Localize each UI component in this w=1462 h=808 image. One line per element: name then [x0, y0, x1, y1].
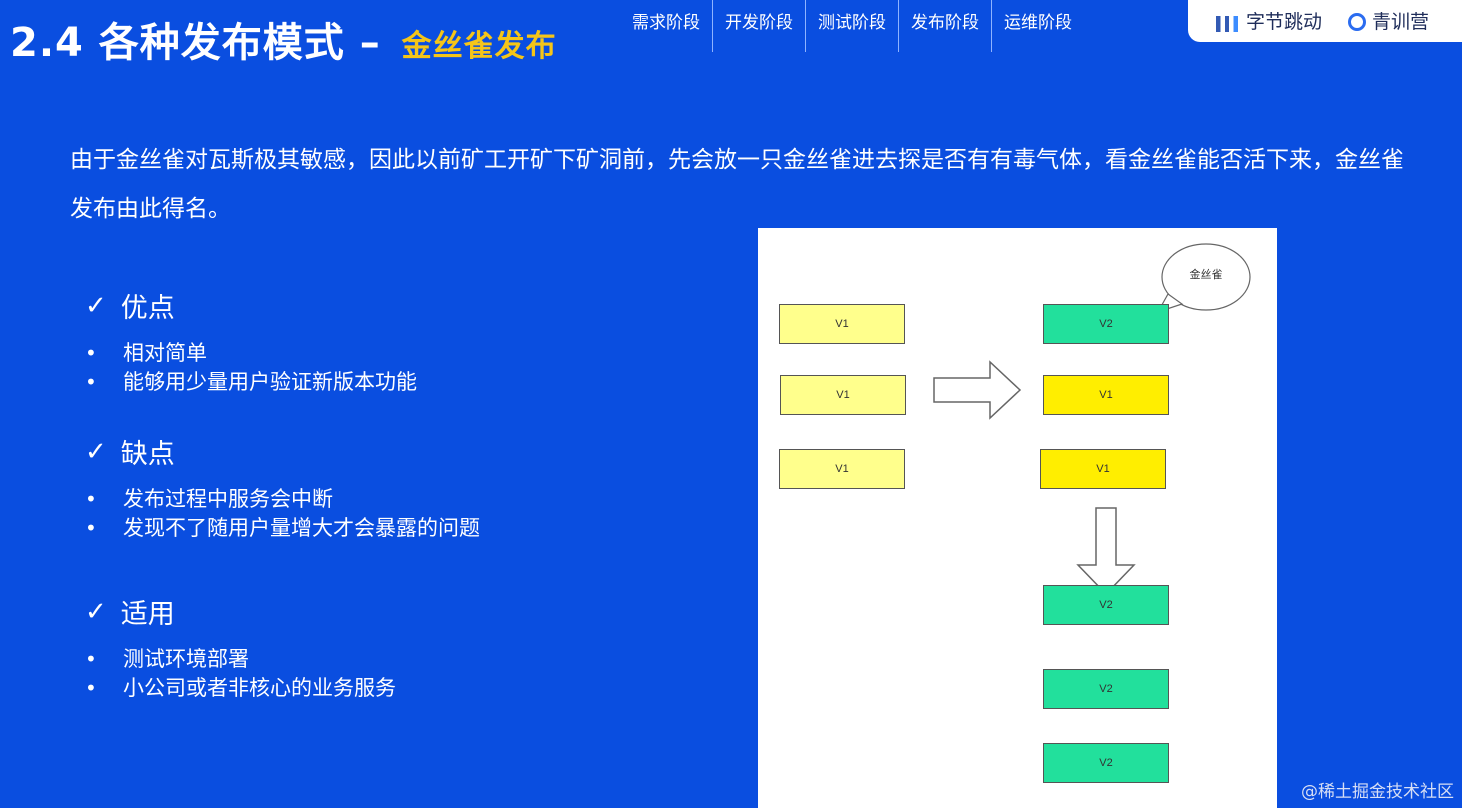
slide-title-sub: 金丝雀发布: [401, 29, 557, 64]
bullet-icon: •: [85, 487, 97, 511]
brand-bytedance: 字节跳动: [1246, 11, 1323, 33]
right-v1-box-2: V1: [1043, 375, 1169, 415]
final-v2-box-2: V2: [1043, 669, 1169, 709]
check-icon: ✓: [85, 596, 107, 627]
slide-title-main: 2.4 各种发布模式 –: [10, 20, 381, 66]
left-v1-box-2: V1: [780, 375, 906, 415]
stage-requirement[interactable]: 需求阶段: [620, 0, 713, 52]
down-arrow-icon: [1076, 507, 1136, 596]
stage-release[interactable]: 发布阶段: [899, 0, 992, 52]
stage-testing[interactable]: 测试阶段: [806, 0, 899, 52]
camp-logo-icon: [1348, 13, 1367, 31]
right-v1-box-3: V1: [1040, 449, 1166, 489]
section-cons: ✓ 缺点 •发布过程中服务会中断 •发现不了随用户量增大才会暴露的问题: [85, 432, 480, 543]
right-arrow-icon: [933, 360, 1022, 420]
final-v2-box-3: V2: [1043, 743, 1169, 783]
bullet-icon: •: [85, 341, 97, 365]
bullet-icon: •: [85, 647, 97, 671]
left-v1-box-3: V1: [779, 449, 905, 489]
intro-paragraph: 由于金丝雀对瓦斯极其敏感，因此以前矿工开矿下矿洞前，先会放一只金丝雀进去探是否有…: [70, 147, 1404, 222]
pros-list: •相对简单 •能够用少量用户验证新版本功能: [85, 339, 417, 397]
stage-development[interactable]: 开发阶段: [713, 0, 806, 52]
brand-camp: 青训营: [1372, 11, 1430, 33]
diagram-shapes: [933, 243, 1251, 596]
check-icon: ✓: [85, 436, 107, 467]
left-v1-box-1: V1: [779, 304, 905, 344]
canary-diagram: 金丝雀 V1 V1 V1 V2 V1 V1 V2 V2 V2: [758, 228, 1277, 808]
cons-list: •发布过程中服务会中断 •发现不了随用户量增大才会暴露的问题: [85, 485, 480, 543]
speech-bubble-icon: [1161, 243, 1251, 311]
slide-title: 2.4 各种发布模式 – 金丝雀发布: [10, 10, 557, 68]
list-item: •测试环境部署: [85, 645, 396, 674]
canary-v2-box: V2: [1043, 304, 1169, 344]
list-item: •发现不了随用户量增大才会暴露的问题: [85, 514, 480, 543]
list-item: •小公司或者非核心的业务服务: [85, 674, 396, 703]
section-heading-cons: 缺点: [120, 439, 175, 470]
list-item: •能够用少量用户验证新版本功能: [85, 368, 417, 397]
section-heading-applicable: 适用: [120, 599, 175, 630]
bullet-icon: •: [85, 516, 97, 540]
bullet-icon: •: [85, 676, 97, 700]
applicable-list: •测试环境部署 •小公司或者非核心的业务服务: [85, 645, 396, 703]
stage-operations[interactable]: 运维阶段: [1004, 13, 1072, 33]
list-item: •相对简单: [85, 339, 417, 368]
stage-nav: 需求阶段 开发阶段 测试阶段 发布阶段 运维阶段: [620, 0, 1084, 52]
section-heading-pros: 优点: [120, 293, 175, 324]
bullet-icon: •: [85, 370, 97, 394]
list-item: •发布过程中服务会中断: [85, 485, 480, 514]
check-icon: ✓: [85, 290, 107, 321]
final-v2-box-1: V2: [1043, 585, 1169, 625]
canary-bubble-label: 金丝雀: [1189, 268, 1223, 281]
brand-bar: 字节跳动 青训营: [1188, 0, 1462, 42]
section-pros: ✓ 优点 •相对简单 •能够用少量用户验证新版本功能: [85, 286, 417, 397]
watermark: @稀土掘金技术社区: [1301, 782, 1454, 802]
bytedance-logo-icon: [1216, 16, 1238, 32]
section-applicable: ✓ 适用 •测试环境部署 •小公司或者非核心的业务服务: [85, 592, 396, 703]
